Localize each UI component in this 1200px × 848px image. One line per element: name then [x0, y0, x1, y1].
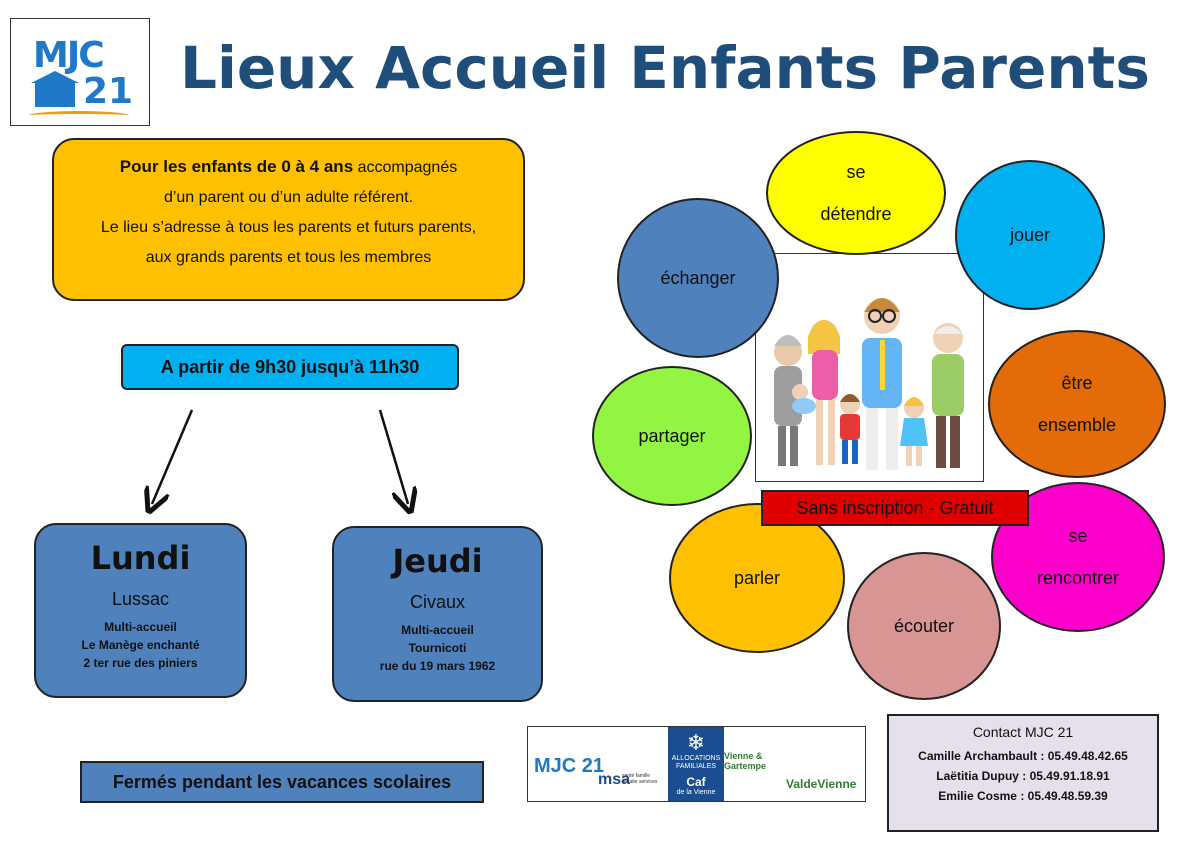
contact-title: Contact MJC 21 [972, 724, 1074, 740]
day-detail: Le Manège enchanté [81, 638, 200, 652]
circle-parler: parler [669, 503, 845, 653]
logo-text: MJC [33, 35, 105, 76]
day-town: Civaux [409, 592, 466, 612]
circle-jouer: jouer [955, 160, 1105, 310]
info-box: Pour les enfants de 0 à 4 ans accompagné… [52, 138, 525, 301]
partner-msa-sub: santé famille retraite services [622, 773, 658, 785]
arrows [140, 409, 440, 520]
mjc21-logo: MJC 21 [10, 18, 150, 126]
day-name: Jeudi [392, 542, 483, 580]
day-detail: Tournicoti [408, 641, 467, 655]
day-box-jeudi: Jeudi Civaux Multi-accueil Tournicoti ru… [332, 526, 543, 702]
day-box-lundi: Lundi Lussac Multi-accueil Le Manège enc… [34, 523, 247, 698]
contact-line: Emilie Cosme : 05.49.48.59.39 [938, 789, 1108, 803]
circle-partager: partager [592, 366, 752, 506]
wave-icon [29, 111, 129, 120]
partner-msa: msa [598, 771, 631, 788]
day-town: Lussac [111, 589, 170, 609]
contact-line: Camille Archambault : 05.49.48.42.65 [918, 749, 1128, 763]
partner-mjc: MJC 21 [534, 755, 605, 777]
circle-echanger: échanger [617, 198, 779, 358]
info-line-3: Le lieu s’adresse à tous les parents et … [100, 219, 477, 236]
house-icon [31, 71, 79, 107]
closed-notice: Fermés pendant les vacances scolaires [80, 761, 484, 803]
page-title: Lieux Accueil Enfants Parents [180, 34, 1150, 102]
contact-box: Contact MJC 21 Camille Archambault : 05.… [887, 714, 1159, 832]
info-line-1: Pour les enfants de 0 à 4 ans accompagné… [119, 157, 458, 176]
day-name: Lundi [90, 539, 191, 577]
day-detail: 2 ter rue des piniers [83, 656, 198, 670]
family-illustration [755, 253, 984, 482]
contact-line: Laëtitia Dupuy : 05.49.91.18.91 [936, 769, 1110, 783]
arrow-left [152, 409, 194, 504]
caf-snowflake-icon: ❄ [686, 730, 706, 755]
hours-box: A partir de 9h30 jusqu’à 11h30 [121, 344, 459, 390]
free-entry-banner: Sans inscription - Gratuit [761, 490, 1029, 526]
partner-vienne-gartempe: Vienne & Gartempe [724, 751, 767, 771]
day-detail: Multi-accueil [104, 620, 177, 634]
day-detail: Multi-accueil [401, 623, 474, 637]
partner-logos: MJC 21 msa santé famille retraite servic… [527, 726, 866, 802]
partner-caf: ❄ ALLOCATIONS FAMILIALES Caf de la Vienn… [668, 727, 724, 801]
partner-valdevienne: ValdeVienne [786, 777, 857, 791]
info-line-2: d’un parent ou d’un adulte référent. [163, 189, 414, 206]
info-line-4: aux grands parents et tous les membres [145, 249, 432, 266]
day-detail: rue du 19 mars 1962 [379, 659, 496, 673]
logo-number: 21 [83, 71, 134, 112]
circle-ecouter: écouter [847, 552, 1001, 700]
arrow-right [378, 409, 408, 504]
